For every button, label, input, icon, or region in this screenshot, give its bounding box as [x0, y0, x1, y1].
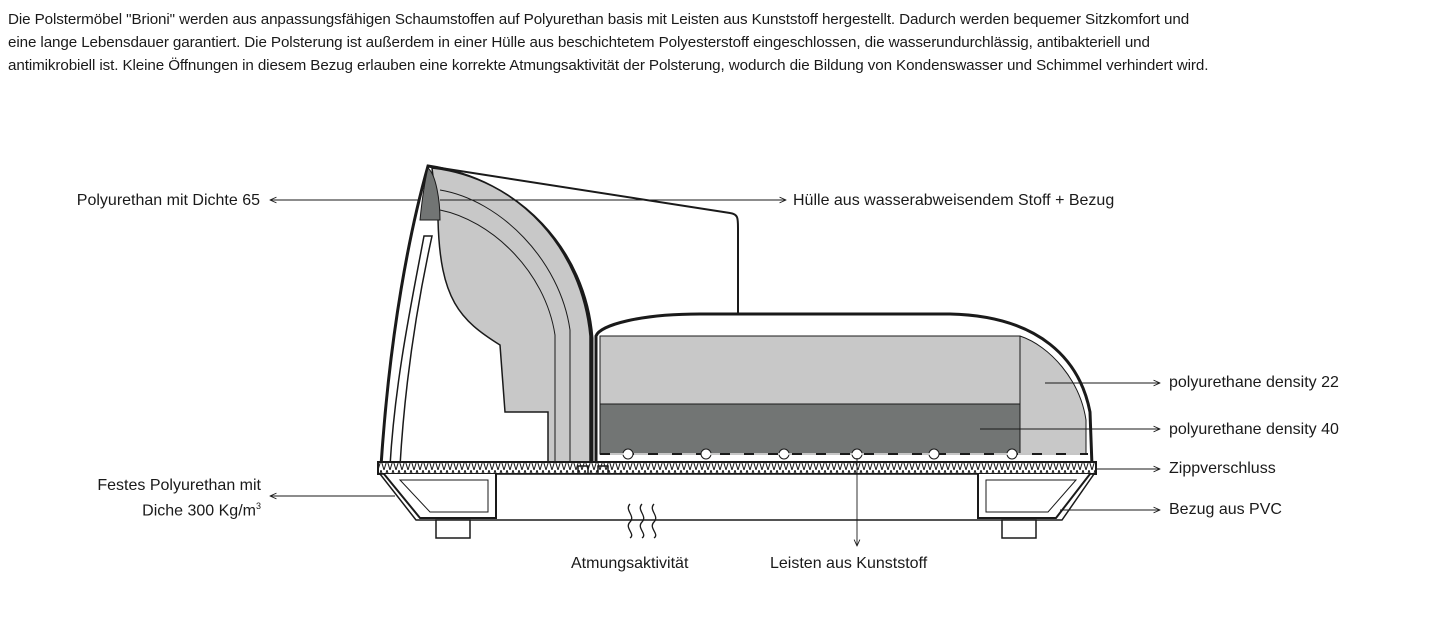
intro-line-2: eine lange Lebensdauer garantiert. Die P… — [8, 34, 1150, 51]
label-pvc: Bezug aus PVC — [1169, 501, 1282, 518]
label-poly65: Polyurethan mit Dichte 65 — [76, 192, 260, 209]
base-shell — [378, 473, 1096, 521]
backrest-dark-band — [419, 167, 441, 221]
intro-line-3: antimikrobiell ist. Kleine Öffnungen in … — [8, 57, 1209, 74]
label-festes-unit: Diche 300 Kg/m — [142, 502, 256, 520]
label-density22: polyurethane density 22 — [1169, 374, 1339, 391]
intro-line-1: Die Polstermöbel "Brioni" werden aus anp… — [8, 11, 1190, 28]
zipper-band — [377, 461, 1097, 475]
label-festes-line2: Diche 300 Kg/m3 — [20, 496, 261, 521]
seat-foam-40 — [599, 403, 1021, 455]
label-density40: polyurethane density 40 — [1169, 421, 1339, 438]
label-festes: Festes Polyurethan mit Diche 300 Kg/m3 — [20, 476, 261, 521]
intro-text: Die Polstermöbel "Brioni" werden aus anp… — [8, 8, 1428, 77]
foot-right — [1001, 519, 1037, 539]
label-leisten: Leisten aus Kunststoff — [770, 555, 928, 572]
label-festes-line1: Festes Polyurethan mit — [97, 477, 261, 494]
label-festes-sup: 3 — [255, 501, 261, 511]
breathability-icon — [627, 503, 657, 539]
label-huelle: Hülle aus wasserabweisendem Stoff + Bezu… — [793, 192, 1115, 209]
label-atmung: Atmungsaktivität — [571, 555, 689, 572]
label-zipp: Zippverschluss — [1169, 460, 1276, 477]
foot-left — [435, 519, 471, 539]
